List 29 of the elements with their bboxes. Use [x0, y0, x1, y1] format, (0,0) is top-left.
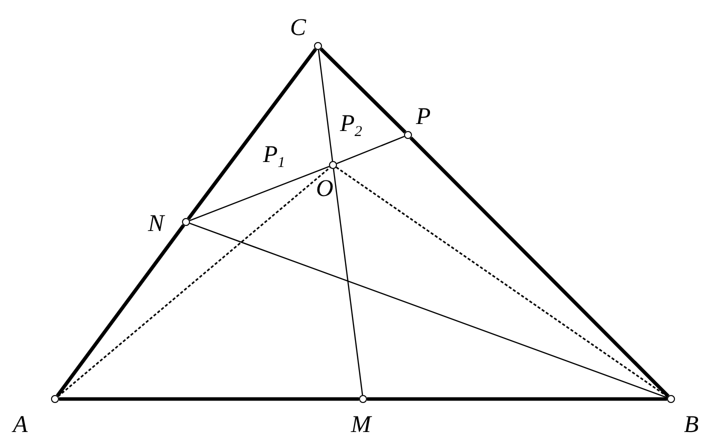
point-label: A: [13, 413, 28, 437]
dashed-line-segment: [58, 166, 330, 398]
point-label: B: [684, 413, 699, 437]
point-label: N: [148, 212, 164, 236]
line-segment: [367, 397, 667, 401]
line-segment: [186, 48, 318, 220]
point-marker: [404, 131, 412, 139]
point-label: C: [290, 16, 306, 40]
line-segment: [318, 50, 334, 162]
region-label: P$_{2}$: [340, 112, 362, 140]
line-segment: [336, 136, 404, 164]
line-segment: [190, 166, 330, 222]
line-segment: [410, 136, 670, 398]
point-marker: [51, 395, 59, 403]
point-label: P: [416, 105, 431, 129]
region-label: P$_{1}$: [263, 143, 286, 171]
point-marker: [182, 218, 190, 226]
line-segment: [320, 48, 406, 134]
point-marker: [314, 42, 322, 50]
point-marker: [329, 161, 337, 169]
line-segment: [59, 397, 359, 401]
line-segment: [56, 224, 186, 397]
point-marker: [667, 395, 675, 403]
point-label: M: [351, 413, 371, 437]
line-segment: [190, 222, 668, 398]
point-marker: [359, 395, 367, 403]
dashed-line-segment: [336, 166, 668, 398]
point-label: O: [316, 177, 334, 201]
line-segment: [332, 168, 364, 396]
